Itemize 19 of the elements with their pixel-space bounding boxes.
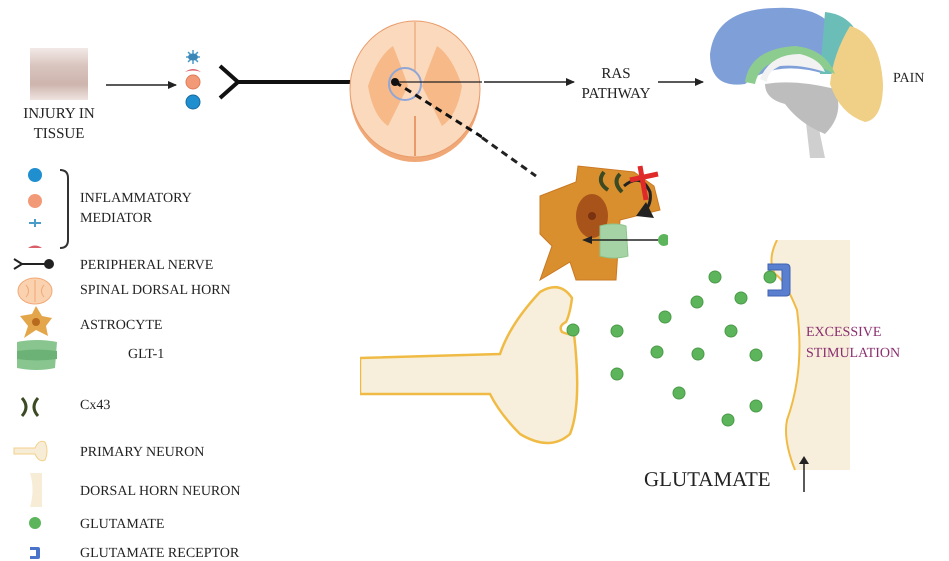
legend-label: PRIMARY NEURON xyxy=(80,444,204,462)
legend-label: SPINAL DORSAL HORN xyxy=(80,282,231,300)
dashed-connector xyxy=(481,136,537,178)
legend-label: GLT-1 xyxy=(128,346,164,364)
arrow xyxy=(484,78,575,86)
annotation-text: EXCESSIVE STIMULATION xyxy=(806,324,902,363)
arrow xyxy=(106,81,177,89)
node-label: RAS PATHWAY xyxy=(580,65,652,104)
legend-label: ASTROCYTE xyxy=(80,317,162,335)
legend-label: INFLAMMATORY MEDIATOR xyxy=(80,190,192,228)
legend-label: PERIPHERAL NERVE xyxy=(80,257,214,275)
node-caption: PAIN xyxy=(893,70,924,88)
legend-label: GLUTAMATE RECEPTOR xyxy=(80,545,240,561)
legend-label: GLUTAMATE xyxy=(80,516,164,534)
legend-label: DORSAL HORN NEURON xyxy=(80,483,240,501)
node-label: INJURY IN TISSUE xyxy=(22,105,96,144)
legend-label: Cx43 xyxy=(80,397,110,415)
arrow xyxy=(658,78,704,86)
annotation-text: GLUTAMATE xyxy=(644,466,771,492)
